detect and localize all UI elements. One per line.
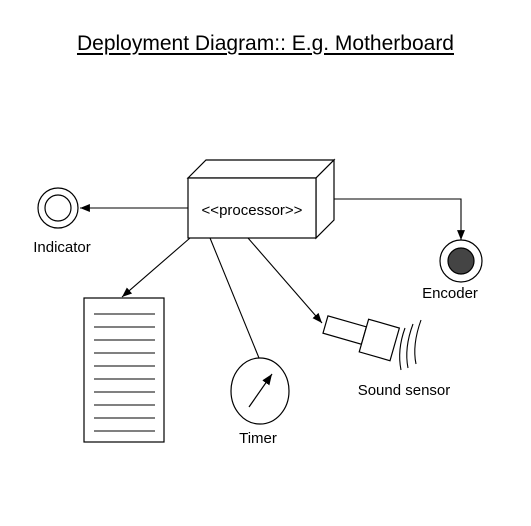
sound-sensor-label: Sound sensor <box>358 382 451 399</box>
encoder-node[interactable]: Encoder <box>422 239 483 302</box>
connector-timer <box>209 237 260 359</box>
document-icon <box>83 297 165 443</box>
document-node[interactable] <box>83 297 165 443</box>
connector-sound-sensor <box>247 237 323 324</box>
encoder-label: Encoder <box>422 285 478 302</box>
connector-encoder <box>334 198 465 240</box>
sound-sensor-node[interactable]: Sound sensor <box>321 308 451 399</box>
indicator-node[interactable]: Indicator <box>33 187 91 256</box>
indicator-label: Indicator <box>33 239 91 256</box>
processor-node[interactable]: <<processor>> <box>186 158 336 240</box>
connectors <box>80 198 465 359</box>
sound-sensor-icon <box>322 315 401 362</box>
timer-label: Timer <box>239 430 277 447</box>
diagram-title: Deployment Diagram:: E.g. Motherboard <box>76 32 454 55</box>
connector-document <box>121 237 191 298</box>
timer-node[interactable]: Timer <box>230 357 290 447</box>
processor-label: <<processor>> <box>202 202 303 219</box>
